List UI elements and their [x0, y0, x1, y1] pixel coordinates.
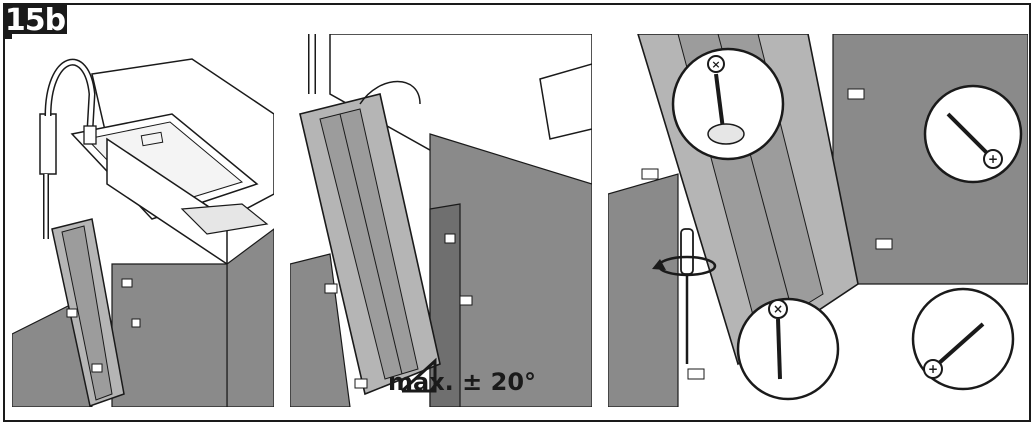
tilt-illustration — [290, 34, 592, 407]
hinge-upper — [641, 168, 659, 180]
svg-text:×: × — [711, 58, 720, 71]
svg-text:+: + — [988, 152, 998, 166]
zoom-circle-top — [671, 47, 785, 161]
svg-text:×: × — [773, 302, 783, 316]
screwdriver-icon — [680, 228, 694, 364]
screw-detail-illustration: × + × + — [608, 34, 1028, 407]
hinge-right — [875, 238, 893, 250]
hinge-bottom-right — [459, 295, 473, 306]
svg-text:+: + — [928, 362, 938, 376]
hinge-top — [444, 233, 456, 244]
hinge-bottom-left — [324, 283, 338, 294]
angle-icon — [400, 357, 437, 393]
faucet-body — [39, 113, 57, 175]
panel-tilt — [290, 34, 592, 407]
cabinet-side — [226, 228, 274, 407]
hinge-left — [66, 308, 78, 318]
panel-screw-details: × + × + — [608, 34, 1028, 407]
hinge-right — [121, 278, 133, 288]
angle-limit-label: max. ± 20° — [388, 368, 537, 396]
swing-arc — [359, 80, 421, 105]
step-number-badge: 15b — [3, 3, 67, 39]
overview-illustration — [12, 58, 274, 407]
zoom-circle-bottom — [736, 297, 840, 401]
panel-overview — [12, 34, 274, 407]
cabinet-front — [12, 303, 93, 407]
zoom-circle-right — [923, 84, 1023, 184]
